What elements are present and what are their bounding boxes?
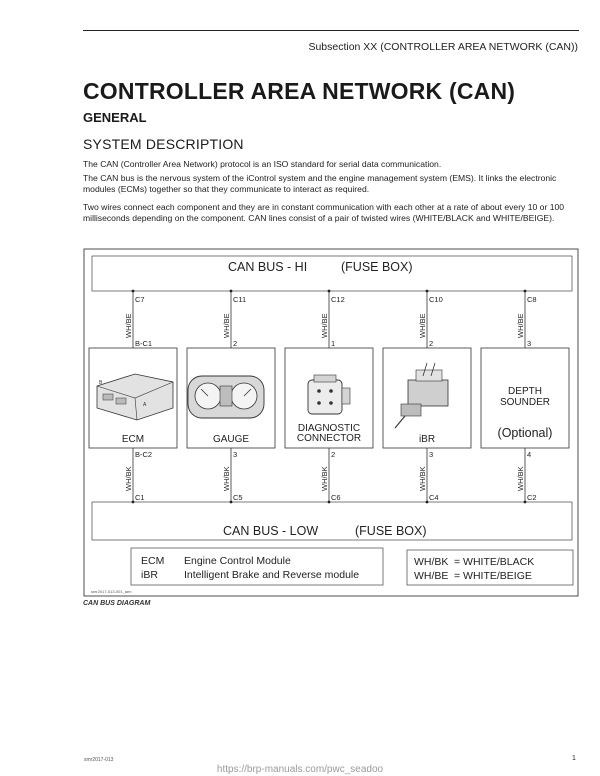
component-2-top-pin: 1 [331, 339, 335, 348]
component-3-top-connector: C10 [429, 295, 443, 304]
can-bus-low-label: CAN BUS - LOW [223, 524, 318, 538]
paragraph-can-bus: The CAN bus is the nervous system of the… [83, 173, 557, 194]
component-4-optional: (Optional) [498, 426, 553, 440]
component-2-bottom-connector: C6 [331, 493, 341, 502]
svg-text:A: A [143, 402, 147, 408]
legend-abbr-ibr: iBR [141, 569, 158, 581]
component-4-box [480, 347, 570, 449]
footer-code: smr2017-013 [84, 757, 114, 763]
component-4-bottom-pin: 4 [527, 450, 531, 459]
paragraph-can-protocol: The CAN (Controller Area Network) protoc… [83, 159, 442, 169]
subsection-header: Subsection XX (CONTROLLER AREA NETWORK (… [308, 41, 578, 53]
legend-wire-wh-be-desc: = WHITE/BEIGE [454, 570, 532, 582]
subsection-title: SYSTEM DESCRIPTION [83, 136, 244, 152]
component-4-low-junction [523, 500, 527, 504]
legend-desc-ecm: Engine Control Module [184, 555, 291, 567]
component-4-name-line-1: SOUNDER [500, 397, 550, 408]
header-rule [83, 30, 579, 31]
component-0-top-wire-code: WH/BE [124, 313, 133, 338]
component-3-low-junction [425, 500, 429, 504]
component-0-low-junction [131, 500, 135, 504]
component-2-box [284, 347, 374, 449]
legend-wire-wh-bk-desc: = WHITE/BLACK [454, 556, 534, 568]
component-4-bottom-connector: C2 [527, 493, 537, 502]
legend-desc-ibr: Intelligent Brake and Reverse module [184, 569, 359, 581]
diagram-frame [83, 248, 579, 597]
legend-wire-colors [406, 549, 574, 586]
component-3-top-wire-code: WH/BE [418, 313, 427, 338]
can-bus-hi-label: CAN BUS - HI [228, 260, 307, 274]
component-4-hi-junction [523, 289, 527, 293]
legend-wire-wh-bk: WH/BK [414, 556, 448, 568]
can-bus-hi-box [91, 255, 573, 292]
component-1-top-pin: 2 [233, 339, 237, 348]
component-3-bottom-pin: 3 [429, 450, 433, 459]
component-4-top-pin: 3 [527, 339, 531, 348]
diagnostic-connector-icon [307, 374, 351, 415]
component-3-name-line-0: iBR [419, 434, 435, 445]
component-2-bottom-pin: 2 [331, 450, 335, 459]
component-4-top-connector: C8 [527, 295, 537, 304]
component-4-name-line-0: DEPTH [508, 386, 542, 397]
page-title: CONTROLLER AREA NETWORK (CAN) [83, 78, 516, 104]
gauge-cluster-icon [187, 375, 265, 419]
component-0-name-line-0: ECM [122, 434, 144, 445]
component-3-bottom-connector: C4 [429, 493, 439, 502]
component-2-name-line-0: DIAGNOSTIC [298, 423, 360, 434]
component-0-top-pin: B-C1 [135, 339, 152, 348]
component-0-top-connector: C7 [135, 295, 145, 304]
ibr-actuator-icon [394, 362, 449, 429]
ecm-module-icon: B A [96, 373, 174, 421]
component-0-hi-junction [131, 289, 135, 293]
can-bus-diagram: CAN BUS - HI (FUSE BOX) CAN BUS - LOW (F… [83, 248, 579, 597]
component-4-bottom-wire-code: WH/BK [516, 466, 525, 491]
component-1-hi-junction [229, 289, 233, 293]
component-4-top-wire-code: WH/BE [516, 313, 525, 338]
component-1-name-line-0: GAUGE [213, 434, 249, 445]
component-2-name-line-1: CONNECTOR [297, 433, 361, 444]
section-title: GENERAL [83, 110, 147, 125]
component-3-hi-junction [425, 289, 429, 293]
component-2-top-connector: C12 [331, 295, 345, 304]
component-1-top-wire-code: WH/BE [222, 313, 231, 338]
paragraph-wires: Two wires connect each component and the… [83, 202, 565, 223]
figure-caption: CAN BUS DIAGRAM [83, 600, 151, 607]
can-bus-low-sub: (FUSE BOX) [355, 524, 427, 538]
component-0-bottom-connector: C1 [135, 493, 145, 502]
legend-wire-wh-be: WH/BE [414, 570, 448, 582]
component-3-bottom-wire-code: WH/BK [418, 466, 427, 491]
component-0-bottom-pin: B-C2 [135, 450, 152, 459]
component-1-low-junction [229, 500, 233, 504]
page-number: 1 [572, 755, 576, 762]
component-0-bottom-wire-code: WH/BK [124, 466, 133, 491]
legend-abbr-ecm: ECM [141, 555, 164, 567]
wire-columns: C7C1B-C1B-C2WH/BEWH/BKC11C523WH/BEWH/BKC… [124, 289, 537, 504]
component-2-hi-junction [327, 289, 331, 293]
component-1-top-connector: C11 [233, 295, 246, 304]
can-bus-hi-sub: (FUSE BOX) [341, 260, 413, 274]
component-2-bottom-wire-code: WH/BK [320, 466, 329, 491]
can-bus-low-box [91, 501, 573, 541]
component-3-top-pin: 2 [429, 339, 433, 348]
legend-abbreviations [130, 547, 384, 586]
component-1-bottom-wire-code: WH/BK [222, 466, 231, 491]
svg-text:B: B [99, 380, 103, 386]
footer-url[interactable]: https://brp-manuals.com/pwc_seadoo [216, 764, 384, 775]
component-1-bottom-connector: C5 [233, 493, 243, 502]
component-2-low-junction [327, 500, 331, 504]
component-1-bottom-pin: 3 [233, 450, 237, 459]
component-2-top-wire-code: WH/BE [320, 313, 329, 338]
image-code: smr2017-013-001_aen [91, 589, 131, 594]
